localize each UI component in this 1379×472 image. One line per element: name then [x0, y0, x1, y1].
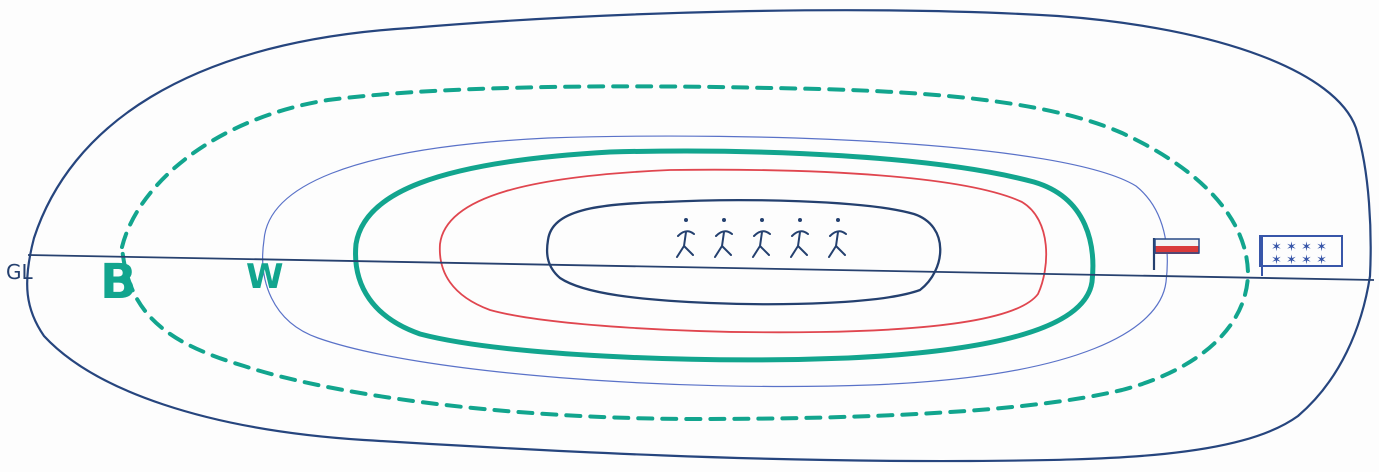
flag-icon: [1154, 238, 1199, 270]
person-figure: [753, 218, 770, 257]
w-label: W: [246, 257, 284, 297]
outer-boundary: [27, 10, 1371, 461]
red-zone-boundary: [440, 170, 1046, 333]
card-icon: ✶ ✶ ✶ ✶ ✶ ✶ ✶ ✶: [1260, 236, 1342, 276]
figures-group: [677, 218, 846, 257]
b-label: B: [100, 254, 137, 310]
person-figure: [677, 218, 694, 257]
gl-label: GL: [6, 260, 33, 284]
person-figure: [791, 218, 808, 257]
teal-zone-boundary: [356, 151, 1093, 360]
person-figure: [715, 218, 732, 257]
person-figure: [829, 218, 846, 257]
svg-text:✶ ✶ ✶ ✶: ✶ ✶ ✶ ✶: [1271, 253, 1327, 268]
ground-line: [28, 255, 1374, 280]
inner-zone-boundary: [547, 200, 940, 304]
